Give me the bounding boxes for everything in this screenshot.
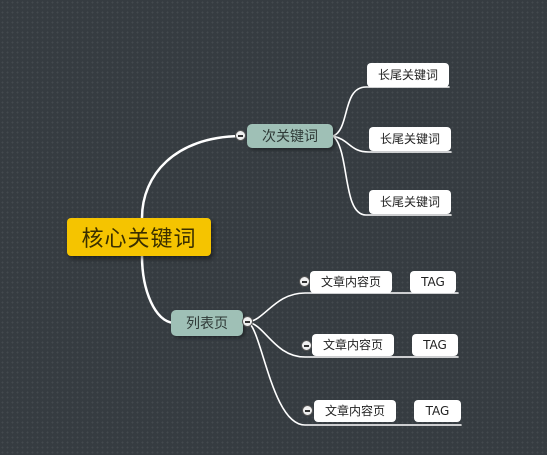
article-page-label: 文章内容页: [324, 403, 385, 418]
tag-label: TAG: [423, 338, 447, 352]
article-page-node[interactable]: 文章内容页: [312, 334, 394, 356]
connector-root-branch2: [140, 254, 176, 325]
collapse-toggle-icon[interactable]: [302, 405, 313, 416]
connector-branch1-leaf3: [332, 135, 452, 216]
connector-branch2-leaf3: [247, 321, 462, 426]
leaf-label: 长尾关键词: [377, 67, 438, 82]
tag-node[interactable]: TAG: [412, 334, 458, 356]
connector-branch1-leaf2: [332, 135, 452, 153]
connector-branch2-leaf1: [247, 292, 459, 323]
tag-node[interactable]: TAG: [414, 400, 461, 422]
branch-node-list-page[interactable]: 列表页: [171, 310, 243, 336]
connector-branch2-leaf2: [247, 321, 459, 358]
branch-label: 列表页: [186, 316, 228, 332]
leaf-node[interactable]: 长尾关键词: [367, 63, 449, 87]
branch-node-secondary-keyword[interactable]: 次关键词: [247, 124, 333, 148]
collapse-toggle-icon[interactable]: [235, 130, 246, 141]
collapse-toggle-icon[interactable]: [242, 316, 253, 327]
article-page-node[interactable]: 文章内容页: [314, 400, 396, 422]
leaf-label: 长尾关键词: [379, 194, 440, 209]
article-page-label: 文章内容页: [320, 274, 381, 289]
leaf-label: 长尾关键词: [379, 131, 440, 146]
branch-label: 次关键词: [262, 129, 318, 145]
article-page-node[interactable]: 文章内容页: [310, 271, 392, 293]
collapse-toggle-icon[interactable]: [299, 276, 310, 287]
root-node[interactable]: 核心关键词: [67, 218, 211, 256]
tag-label: TAG: [421, 275, 445, 289]
tag-label: TAG: [425, 404, 450, 418]
connector-branch1-leaf1: [332, 86, 450, 137]
leaf-node[interactable]: 长尾关键词: [369, 190, 451, 214]
leaf-node[interactable]: 长尾关键词: [369, 127, 451, 151]
connector-root-branch1: [140, 134, 242, 220]
root-node-label: 核心关键词: [81, 227, 197, 252]
tag-node[interactable]: TAG: [410, 271, 456, 293]
collapse-toggle-icon[interactable]: [301, 340, 312, 351]
article-page-label: 文章内容页: [322, 337, 383, 352]
